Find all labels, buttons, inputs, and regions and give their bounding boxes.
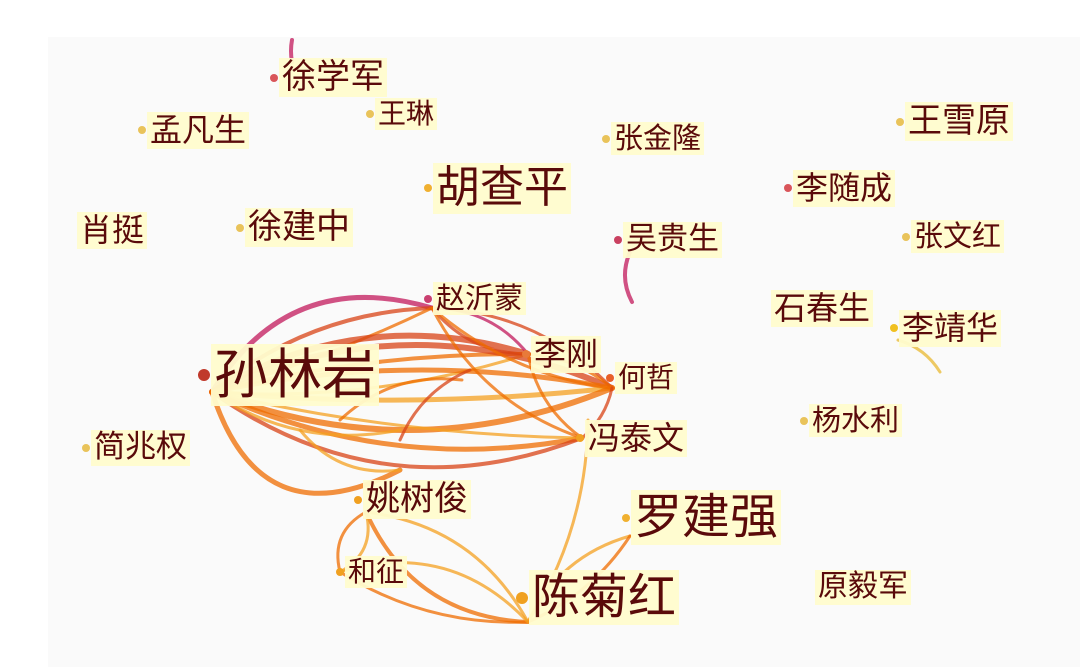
node-dot bbox=[236, 223, 244, 232]
node-wu-guisheng[interactable]: 吴贵生 bbox=[614, 221, 722, 258]
node-feng-taiwen[interactable]: 冯泰文 bbox=[576, 420, 688, 457]
node-yang-shuili[interactable]: 杨水利 bbox=[800, 403, 903, 438]
node-zhao-yimeng[interactable]: 赵沂蒙 bbox=[424, 281, 527, 316]
node-luo-jianqiang[interactable]: 罗建强 bbox=[622, 489, 782, 546]
edge-18 bbox=[430, 306, 614, 390]
node-zhang-jinlong[interactable]: 张金隆 bbox=[602, 121, 705, 156]
edge-11 bbox=[210, 390, 584, 470]
node-hu-chaping[interactable]: 胡查平 bbox=[424, 162, 571, 214]
node-dot bbox=[138, 126, 146, 135]
edge-16 bbox=[430, 306, 530, 356]
node-meng-fansheng[interactable]: 孟凡生 bbox=[138, 112, 250, 149]
node-label: 王雪原 bbox=[905, 101, 1013, 142]
node-dot bbox=[354, 495, 362, 504]
edge-23 bbox=[338, 377, 464, 422]
node-wang-lin[interactable]: 王琳 bbox=[366, 97, 438, 131]
node-li-jinghua[interactable]: 李靖华 bbox=[890, 310, 1002, 347]
edge-25 bbox=[298, 428, 402, 473]
node-xiao-ting[interactable]: 肖挺 bbox=[68, 212, 148, 249]
node-label: 何哲 bbox=[615, 361, 678, 395]
node-yuan-yijun[interactable]: 原毅军 bbox=[806, 569, 911, 605]
edge-29 bbox=[364, 510, 530, 624]
node-li-gang[interactable]: 李刚 bbox=[522, 336, 602, 373]
edge-10 bbox=[209, 389, 585, 452]
edge-26 bbox=[623, 250, 634, 304]
edge-24 bbox=[398, 368, 472, 442]
node-dot bbox=[198, 369, 210, 382]
node-li-suicheng[interactable]: 李随成 bbox=[784, 170, 896, 207]
node-dot bbox=[896, 117, 904, 126]
node-dot bbox=[800, 416, 808, 425]
node-label: 石春生 bbox=[771, 290, 874, 327]
node-he-zhe[interactable]: 何哲 bbox=[606, 361, 678, 395]
node-wang-xueyuan[interactable]: 王雪原 bbox=[896, 101, 1013, 142]
edge-19 bbox=[430, 306, 584, 440]
node-label: 简兆权 bbox=[91, 429, 190, 466]
edge-34 bbox=[336, 510, 368, 574]
node-dot bbox=[82, 443, 90, 452]
node-chen-juhong[interactable]: 陈菊红 bbox=[516, 569, 680, 626]
node-dot bbox=[602, 134, 610, 143]
node-label: 李刚 bbox=[531, 336, 602, 373]
node-label: 孙林岩 bbox=[211, 343, 379, 407]
node-label: 孟凡生 bbox=[147, 112, 250, 149]
node-label: 徐学军 bbox=[279, 57, 387, 98]
node-dot bbox=[890, 324, 898, 333]
node-sun-linyan[interactable]: 孙林岩 bbox=[198, 343, 379, 407]
node-dot bbox=[366, 110, 374, 119]
node-dot bbox=[424, 294, 432, 303]
node-dot bbox=[576, 434, 584, 443]
node-dot bbox=[68, 226, 76, 234]
node-dot bbox=[902, 232, 910, 241]
node-dot bbox=[522, 350, 530, 359]
node-dot bbox=[762, 304, 770, 312]
node-label: 姚树俊 bbox=[363, 479, 471, 520]
node-zhang-wenhong[interactable]: 张文红 bbox=[902, 219, 1005, 254]
node-dot bbox=[336, 568, 344, 577]
node-label: 和征 bbox=[345, 555, 408, 589]
node-dot bbox=[784, 184, 792, 193]
edge-9 bbox=[209, 385, 615, 434]
node-label: 冯泰文 bbox=[585, 420, 688, 457]
node-xu-jianzhong[interactable]: 徐建中 bbox=[236, 207, 353, 248]
node-dot bbox=[516, 591, 528, 604]
node-dot bbox=[270, 73, 278, 82]
node-dot bbox=[614, 235, 622, 244]
node-label: 王琳 bbox=[375, 97, 438, 131]
node-dot bbox=[424, 184, 432, 193]
node-dot bbox=[606, 374, 614, 383]
node-label: 杨水利 bbox=[809, 403, 903, 438]
edge-21 bbox=[526, 352, 584, 440]
node-label: 李靖华 bbox=[899, 310, 1002, 347]
node-yao-shujun[interactable]: 姚树俊 bbox=[354, 479, 471, 520]
node-dot bbox=[622, 513, 630, 522]
node-shi-chunsheng[interactable]: 石春生 bbox=[762, 290, 874, 327]
node-label: 原毅军 bbox=[815, 569, 911, 605]
node-label: 肖挺 bbox=[77, 212, 148, 249]
node-label: 胡查平 bbox=[433, 162, 571, 214]
node-label: 李随成 bbox=[793, 170, 896, 207]
node-label: 张文红 bbox=[911, 219, 1005, 254]
node-label: 赵沂蒙 bbox=[433, 281, 527, 316]
node-dot bbox=[806, 583, 814, 591]
node-xu-xuejun[interactable]: 徐学军 bbox=[270, 57, 387, 98]
node-label: 罗建强 bbox=[631, 489, 782, 546]
node-label: 徐建中 bbox=[245, 207, 353, 248]
node-label: 吴贵生 bbox=[623, 221, 722, 258]
node-label: 张金隆 bbox=[611, 121, 705, 156]
node-label: 陈菊红 bbox=[529, 569, 680, 626]
node-jian-zhaoquan[interactable]: 简兆权 bbox=[82, 429, 190, 466]
node-he-zheng[interactable]: 和征 bbox=[336, 555, 408, 589]
